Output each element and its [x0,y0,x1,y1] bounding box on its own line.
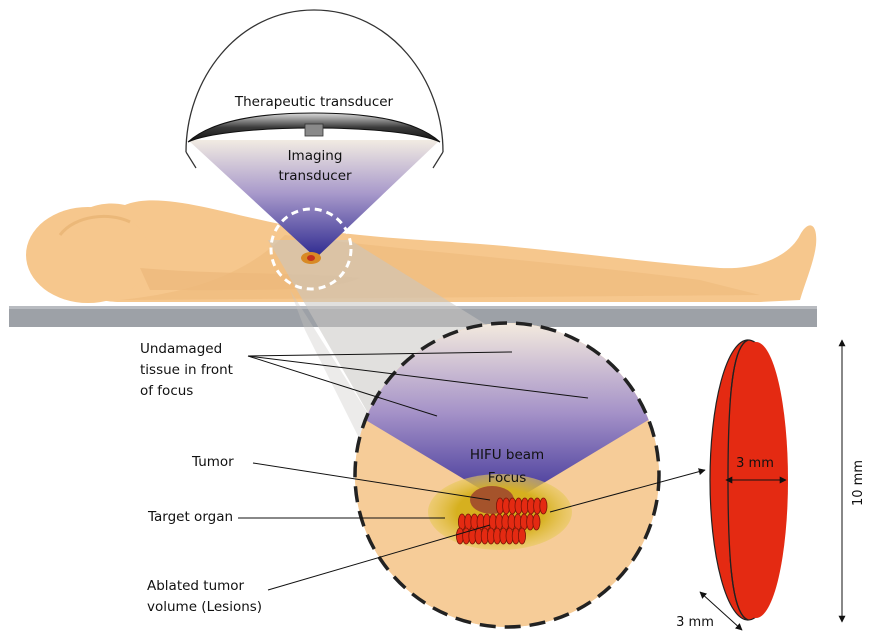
label-therapeutic-transducer: Therapeutic transducer [234,94,394,110]
label-ablated-line1: Ablated tumor [147,578,245,594]
label-ablated-line2: volume (Lesions) [147,599,262,615]
label-imaging-line2: transducer [278,168,352,184]
label-undamaged-line2: tissue in front [140,362,233,378]
label-lesion-depth: 3 mm [676,615,714,630]
ablated-lesions [455,497,548,545]
label-tumor: Tumor [191,454,234,470]
lesion-mark [518,527,527,545]
label-undamaged-line3: of focus [140,383,193,399]
focus-region-circle [269,207,353,291]
label-target-organ: Target organ [147,509,233,525]
imaging-transducer [304,123,324,137]
inset-beam-cone [355,323,659,505]
patient-head [26,207,150,303]
label-lesion-width: 3 mm [736,456,774,471]
label-undamaged-line1: Undamaged [140,341,222,357]
lesion-mark [532,513,541,531]
lesion-mark [539,497,548,515]
transducer-assembly [185,9,444,258]
label-lesion-length: 10 mm [851,460,866,506]
zoom-inset [353,321,661,629]
label-imaging-line1: Imaging [288,148,343,164]
transducer-dome [185,9,444,153]
label-focus: Focus [488,470,527,486]
label-hifu-beam: HIFU beam [470,447,544,463]
annotation-lines [238,339,846,631]
hifu-beam-cone [188,140,440,258]
